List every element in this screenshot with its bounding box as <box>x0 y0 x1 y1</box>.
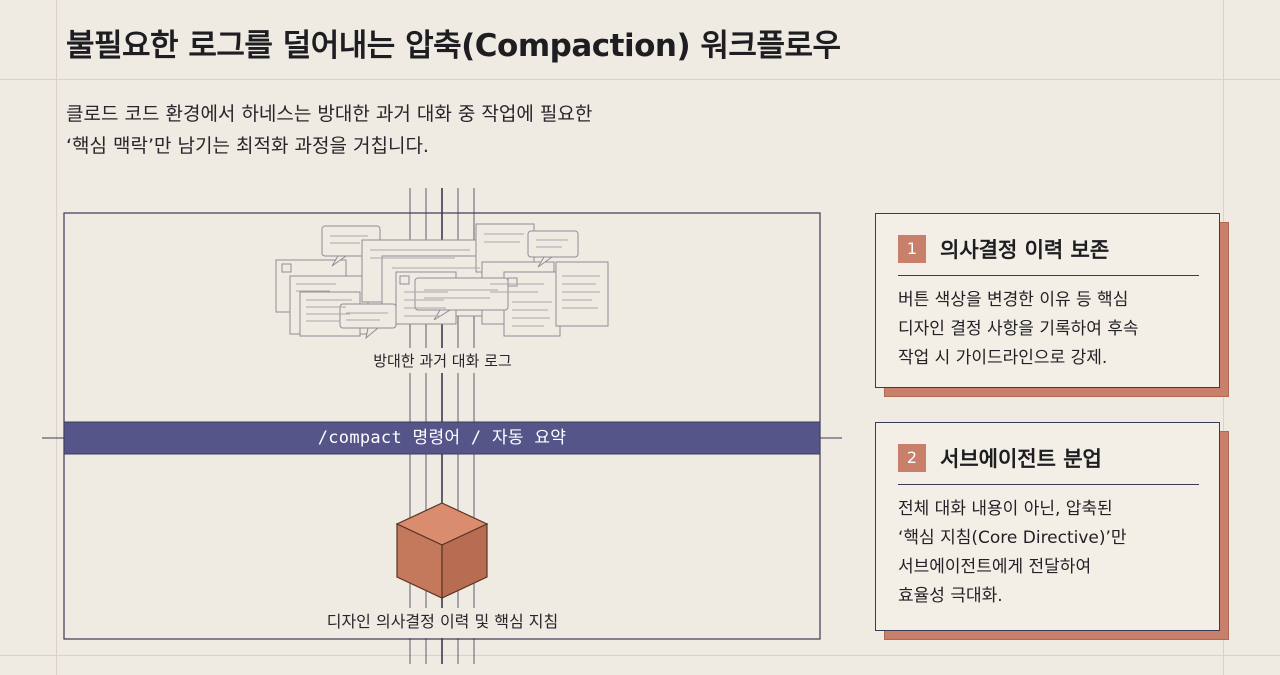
card-line: 디자인 결정 사항을 기록하여 후속 <box>898 319 1139 339</box>
core-context-caption: 디자인 의사결정 이력 및 핵심 지침 <box>290 608 595 638</box>
card-line: 전체 대화 내용이 아닌, 압축된 <box>898 499 1113 519</box>
card-description: 버튼 색상을 변경한 이유 등 핵심 디자인 결정 사항을 기록하여 후속 작업… <box>898 286 1205 373</box>
card-description: 전체 대화 내용이 아닌, 압축된 ‘핵심 지침(Core Directive)… <box>898 495 1205 611</box>
log-documents-icon <box>275 223 609 340</box>
card-title: 의사결정 이력 보존 <box>940 237 1110 262</box>
guide-line-top <box>0 79 1280 80</box>
card-title: 서브에이전트 분업 <box>940 446 1102 471</box>
page-title: 불필요한 로그를 덜어내는 압축(Compaction) 워크플로우 <box>66 28 841 64</box>
card-line: 서브에이전트에게 전달하여 <box>898 557 1092 577</box>
step-number-badge: 1 <box>898 234 926 263</box>
subtitle-line-1: 클로드 코드 환경에서 하네스는 방대한 과거 대화 중 작업에 필요한 <box>66 103 593 125</box>
page-subtitle: 클로드 코드 환경에서 하네스는 방대한 과거 대화 중 작업에 필요한 ‘핵심… <box>66 98 766 162</box>
compact-band <box>63 421 821 455</box>
log-text-lines <box>296 233 600 327</box>
card-header: 2 서브에이전트 분업 <box>898 441 1199 485</box>
card-line: ‘핵심 지침(Core Directive)’만 <box>898 528 1127 548</box>
card-header: 1 의사결정 이력 보존 <box>898 232 1199 276</box>
card-line: 효율성 극대화. <box>898 586 1003 606</box>
card-subagent-division: 2 서브에이전트 분업 전체 대화 내용이 아닌, 압축된 ‘핵심 지침(Cor… <box>875 422 1229 640</box>
subtitle-line-2: ‘핵심 맥락’만 남기는 최적화 과정을 거칩니다. <box>66 135 429 157</box>
card-line: 작업 시 가이드라인으로 강제. <box>898 348 1108 368</box>
core-context-cube-icon <box>395 502 489 599</box>
card-line: 버튼 색상을 변경한 이유 등 핵심 <box>898 290 1129 310</box>
card-decision-history: 1 의사결정 이력 보존 버튼 색상을 변경한 이유 등 핵심 디자인 결정 사… <box>875 213 1229 397</box>
guide-line-left <box>56 0 57 675</box>
log-caption: 방대한 과거 대화 로그 <box>300 348 585 373</box>
card-panel: 2 서브에이전트 분업 전체 대화 내용이 아닌, 압축된 ‘핵심 지침(Cor… <box>875 422 1220 631</box>
card-panel: 1 의사결정 이력 보존 버튼 색상을 변경한 이유 등 핵심 디자인 결정 사… <box>875 213 1220 388</box>
guide-line-bottom <box>0 655 1280 656</box>
compact-command-label: /compact 명령어 / 자동 요약 <box>317 428 567 448</box>
step-number-badge: 2 <box>898 443 926 472</box>
